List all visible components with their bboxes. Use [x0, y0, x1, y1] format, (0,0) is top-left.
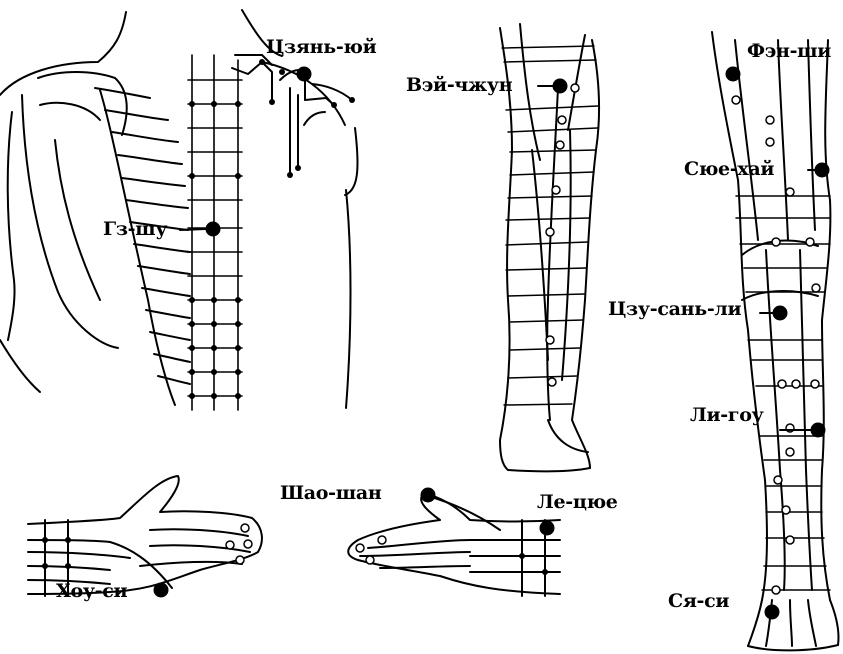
point-le-tsyue-marker — [541, 522, 554, 535]
label-czyan-yuy: Цзянь-юй — [266, 38, 376, 57]
point-shao-shan-marker — [422, 489, 435, 502]
point-czyan-yuy-marker — [298, 68, 311, 81]
left-hand-illustration — [28, 476, 262, 597]
label-li-gou: Ли-гоу — [690, 406, 763, 425]
label-shao-shan: Шао-шан — [280, 484, 382, 503]
label-gz-shu: Гз-шу — [103, 220, 167, 239]
point-gz-shu-marker — [207, 223, 220, 236]
label-vey-chzhun: Вэй-чжун — [406, 76, 512, 95]
point-hou-si-marker — [155, 584, 168, 597]
point-sya-si-marker — [766, 606, 779, 619]
point-vey-chzhun-marker — [554, 80, 567, 93]
back-leg-illustration — [500, 24, 599, 471]
label-czu-san-li: Цзу-сань-ли — [608, 300, 741, 319]
label-sya-si: Ся-си — [668, 592, 729, 611]
label-fen-shi: Фэн-ши — [747, 42, 831, 61]
label-hou-si: Хоу-си — [56, 582, 127, 601]
label-syue-hay: Сюе-хай — [684, 160, 774, 179]
point-fen-shi-marker — [727, 68, 740, 81]
right-hand-illustration — [348, 489, 560, 597]
front-leg-illustration — [712, 32, 839, 650]
point-czu-san-li-marker — [774, 307, 787, 320]
label-le-tsyue: Ле-цюе — [537, 493, 618, 512]
point-li-gou-marker — [812, 424, 825, 437]
back-shoulder-illustration — [0, 10, 358, 410]
point-syue-hay-marker — [816, 164, 829, 177]
